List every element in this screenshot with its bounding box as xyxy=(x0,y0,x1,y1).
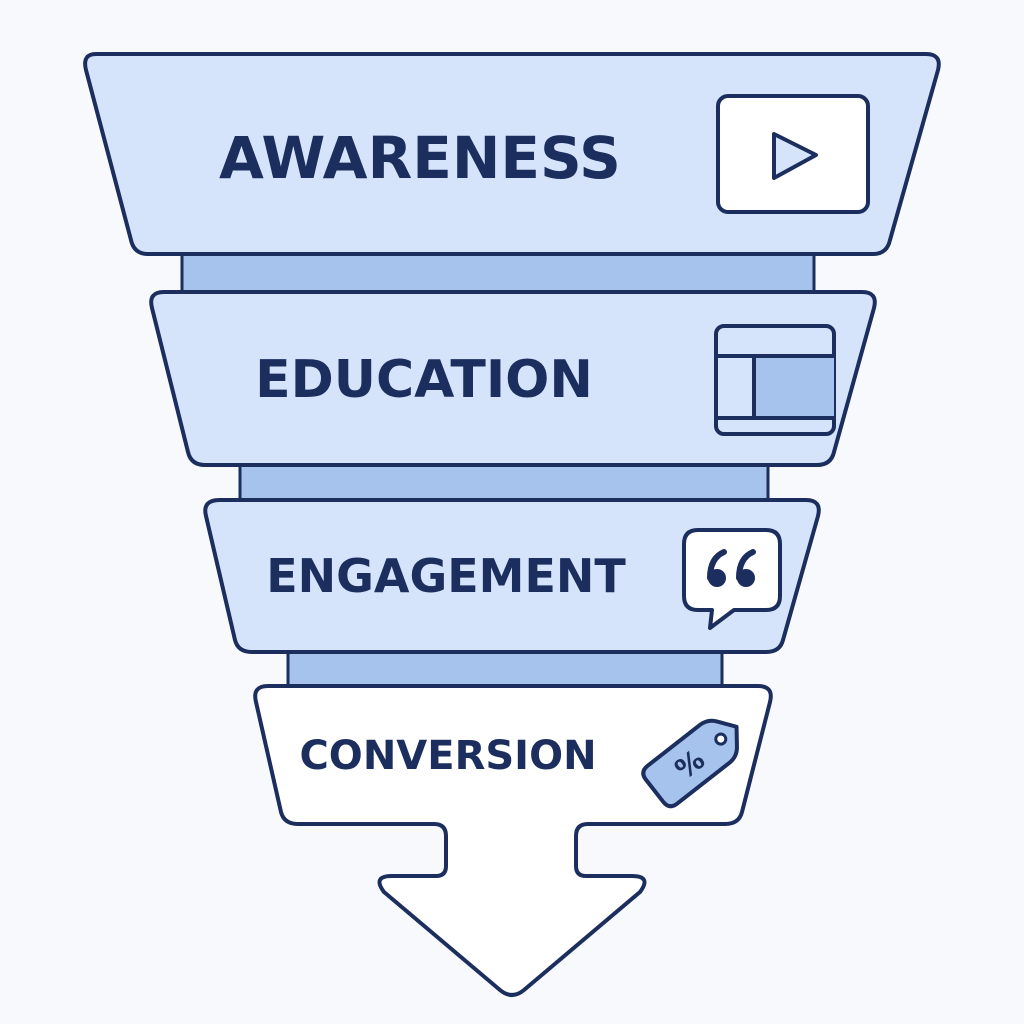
layout-icon xyxy=(714,324,836,436)
stage-engagement-band xyxy=(203,498,821,654)
play-icon xyxy=(716,94,870,214)
connector-3 xyxy=(286,648,724,690)
stage-conversion-arrow xyxy=(253,684,773,997)
stage-education-band xyxy=(149,290,877,467)
stage-awareness-label: AWARENESS xyxy=(219,124,621,192)
stage-engagement: ENGAGEMENT xyxy=(203,498,821,654)
stage-education-label: EDUCATION xyxy=(255,350,593,410)
connector-1 xyxy=(180,248,816,298)
discount-tag-icon: % xyxy=(641,718,739,809)
stage-engagement-label: ENGAGEMENT xyxy=(266,549,626,603)
connector-2 xyxy=(238,460,770,506)
stage-awareness: AWARENESS xyxy=(83,52,941,256)
stage-conversion-label: CONVERSION xyxy=(299,733,596,779)
stage-conversion: CONVERSION % xyxy=(253,684,773,997)
quote-bubble-icon xyxy=(682,528,782,630)
stage-education: EDUCATION xyxy=(149,290,877,467)
